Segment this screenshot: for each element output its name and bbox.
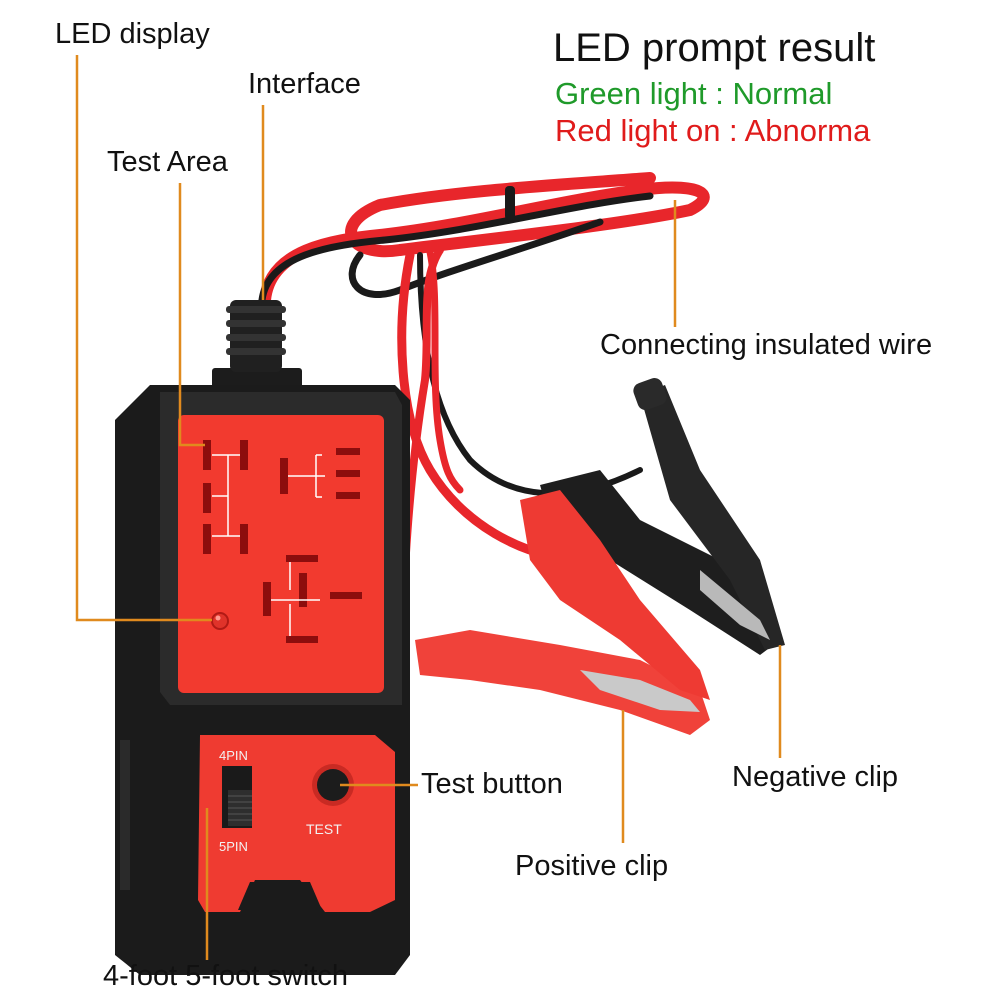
pin-switch[interactable]: [222, 766, 252, 828]
legend-title: LED prompt result: [553, 26, 876, 70]
relay-socket-slots: [203, 440, 362, 643]
test-area-panel: [178, 415, 384, 693]
cable-tie: [505, 186, 515, 220]
callout-positive-clip: Positive clip: [515, 850, 669, 882]
tester-body: [115, 385, 410, 975]
callout-test-area: Test Area: [107, 146, 228, 178]
callout-negative-clip: Negative clip: [732, 761, 899, 793]
test-button-label: TEST: [306, 821, 342, 837]
legend-green-normal: Green light : Normal: [555, 76, 833, 111]
callout-interface: Interface: [248, 68, 361, 100]
leader-lines: [75, 55, 782, 960]
interface-connector: [212, 300, 302, 390]
leader-led-display: [75, 55, 212, 622]
legend-red-abnormal: Red light on : Abnorma: [555, 113, 871, 148]
callout-connecting-wire: Connecting insulated wire: [600, 329, 933, 361]
switch-label-4pin: 4PIN: [219, 748, 248, 763]
leader-test-area: [178, 183, 205, 447]
switch-label-5pin: 5PIN: [219, 839, 248, 854]
led-indicator: [211, 612, 229, 630]
socket-traces: [212, 454, 325, 636]
test-button[interactable]: [312, 764, 354, 806]
callout-led-display: LED display: [55, 18, 210, 50]
negative-clip: [540, 377, 785, 655]
callout-switch: 4-foot 5-foot switch: [103, 960, 348, 992]
positive-clip: [415, 490, 710, 735]
callout-test-button: Test button: [421, 768, 563, 800]
